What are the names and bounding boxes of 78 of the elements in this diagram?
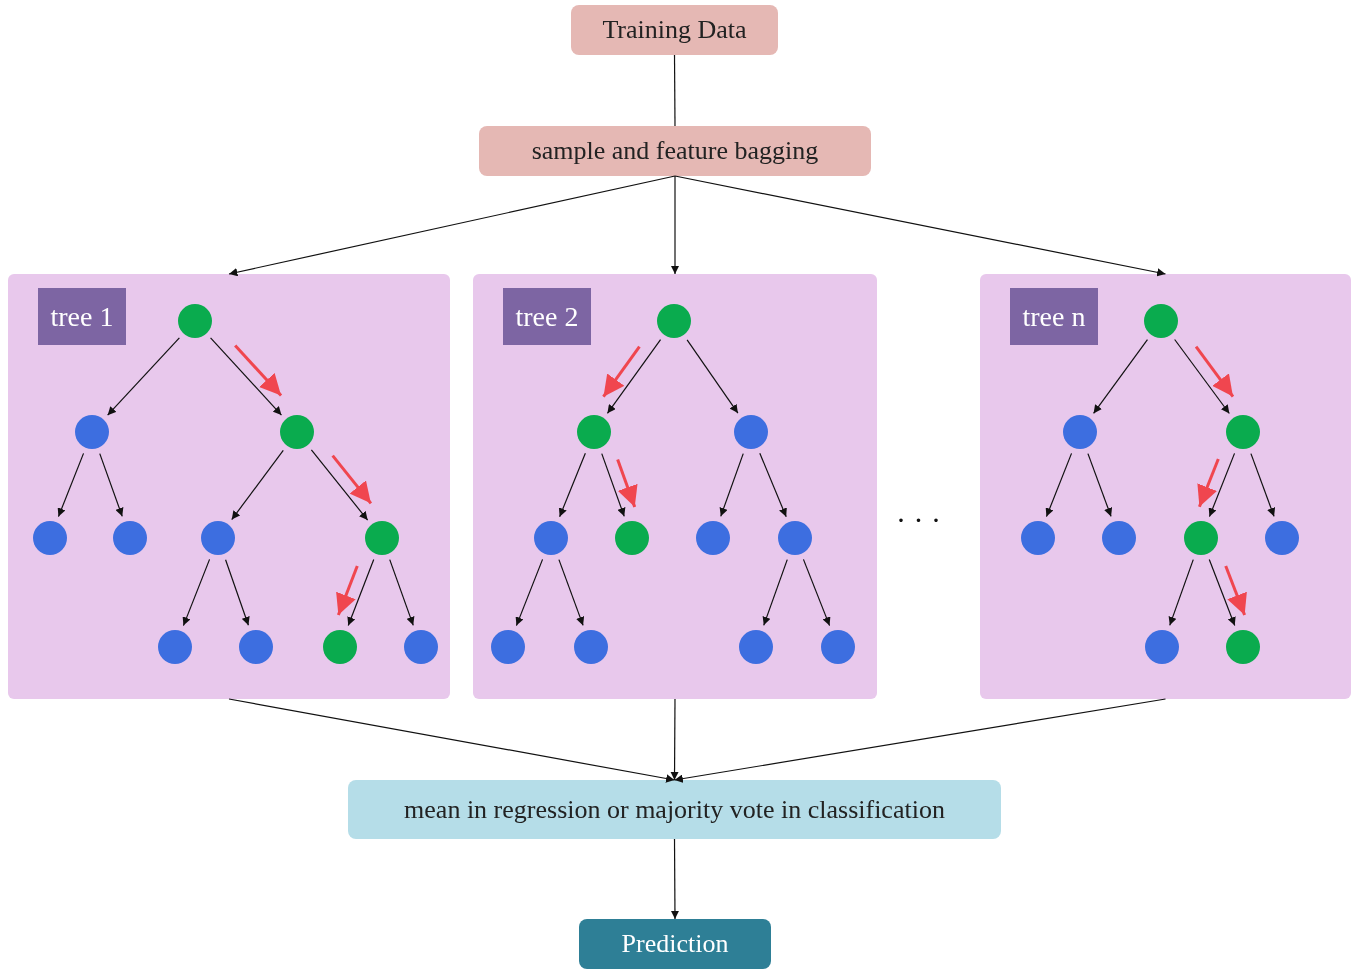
tree-node-circle [280, 415, 314, 449]
tree-node-circle [404, 630, 438, 664]
panel-title: tree n [1010, 288, 1098, 345]
arrow [670, 698, 679, 781]
tree-node-circle [158, 630, 192, 664]
tree-node-circle [739, 630, 773, 664]
arrow [1168, 559, 1194, 626]
arrow [670, 175, 680, 275]
arrow [228, 175, 676, 277]
tree-node-circle [657, 304, 691, 338]
process-box: mean in regression or majority vote in classification [348, 780, 1001, 839]
tree-node-circle [75, 415, 109, 449]
arrow [606, 339, 662, 414]
arrow [99, 453, 124, 517]
tree-node-circle [1226, 630, 1260, 664]
tree-node-circle [577, 415, 611, 449]
arrow [57, 452, 85, 518]
tree-node-circle [534, 521, 568, 555]
tree-node-circle [1021, 521, 1055, 555]
process-box: Prediction [579, 919, 771, 969]
tree-node-circle [1226, 415, 1260, 449]
arrow [389, 559, 415, 626]
arrow [107, 337, 180, 416]
tree-panel [980, 274, 1351, 699]
arrow [1208, 558, 1236, 627]
process-box: sample and feature bagging [479, 126, 871, 176]
arrow [558, 452, 586, 518]
arrow [228, 698, 676, 783]
arrow [762, 559, 788, 626]
tree-node-circle [734, 415, 768, 449]
arrow [347, 558, 375, 627]
connector-line [673, 54, 676, 127]
tree-node-circle [574, 630, 608, 664]
arrow [601, 453, 626, 517]
arrow [310, 449, 369, 521]
arrow [1174, 338, 1230, 415]
arrow [224, 559, 250, 626]
tree-node-circle [778, 521, 812, 555]
arrow [670, 838, 680, 920]
tree-node-circle [239, 630, 273, 664]
tree-node-circle [365, 521, 399, 555]
tree-node-circle [1102, 521, 1136, 555]
arrow [209, 337, 283, 416]
tree-node-circle [696, 521, 730, 555]
arrow [182, 558, 211, 627]
arrow [1092, 338, 1149, 415]
tree-node-circle [1144, 304, 1178, 338]
arrow [674, 175, 1167, 277]
ellipsis-text: · · · [896, 503, 941, 537]
tree-node-circle [821, 630, 855, 664]
arrow [686, 339, 739, 414]
tree-node-circle [615, 521, 649, 555]
arrow [1208, 452, 1236, 518]
arrow [1250, 453, 1276, 517]
arrow [673, 698, 1167, 783]
process-box: Training Data [571, 5, 778, 55]
tree-panel [8, 274, 450, 699]
tree-node-circle [1145, 630, 1179, 664]
tree-node-circle [1063, 415, 1097, 449]
arrow [802, 558, 831, 627]
arrow [515, 558, 544, 627]
arrow [1045, 452, 1073, 518]
arrow [759, 452, 787, 518]
tree-node-circle [1265, 521, 1299, 555]
tree-node-circle [178, 304, 212, 338]
tree-node-circle [33, 521, 67, 555]
tree-node-circle [201, 521, 235, 555]
arrow [231, 449, 284, 521]
tree-node-circle [1184, 521, 1218, 555]
panel-title: tree 2 [503, 288, 591, 345]
arrow [719, 453, 744, 517]
tree-node-circle [113, 521, 147, 555]
tree-node-circle [323, 630, 357, 664]
tree-panel [473, 274, 877, 699]
tree-node-circle [491, 630, 525, 664]
arrow [558, 559, 585, 626]
panel-title: tree 1 [38, 288, 126, 345]
arrow [1087, 453, 1113, 517]
